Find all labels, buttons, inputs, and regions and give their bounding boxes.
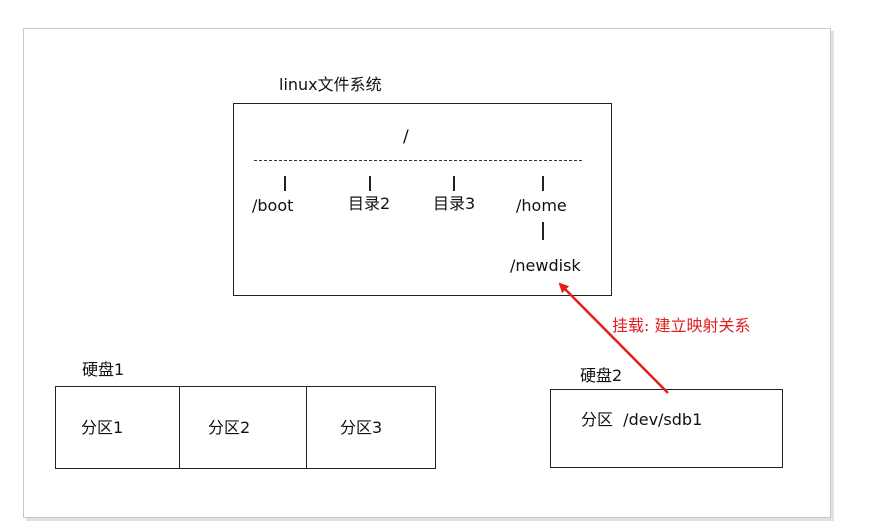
disk2-partition: 分区 /dev/sdb1 <box>581 410 703 429</box>
disk1-label: 硬盘1 <box>82 360 125 379</box>
dir-boot: /boot <box>252 196 294 215</box>
tree-branch <box>369 176 371 191</box>
disk1-box <box>55 386 436 469</box>
partition-cell <box>181 387 307 468</box>
tree-branch <box>453 176 455 191</box>
mount-note: 挂载: 建立映射关系 <box>612 316 751 335</box>
disk1-partition-3: 分区3 <box>340 418 383 437</box>
dir-2: 目录2 <box>348 194 391 213</box>
tree-branch <box>542 176 544 191</box>
dir-home: /home <box>516 196 567 215</box>
disk1-partition-2: 分区2 <box>208 418 251 437</box>
root-dir-label: / <box>403 127 409 147</box>
filesystem-title: linux文件系统 <box>279 75 382 94</box>
dir-newdisk: /newdisk <box>510 256 581 275</box>
home-branch <box>542 222 544 240</box>
tree-dashed-line <box>254 160 582 161</box>
partition-cell <box>56 387 180 468</box>
filesystem-box <box>233 103 612 296</box>
tree-branch <box>284 176 286 191</box>
disk2-label: 硬盘2 <box>580 366 623 385</box>
disk1-partition-1: 分区1 <box>81 418 124 437</box>
dir-3: 目录3 <box>433 194 476 213</box>
disk2-box <box>550 389 783 468</box>
